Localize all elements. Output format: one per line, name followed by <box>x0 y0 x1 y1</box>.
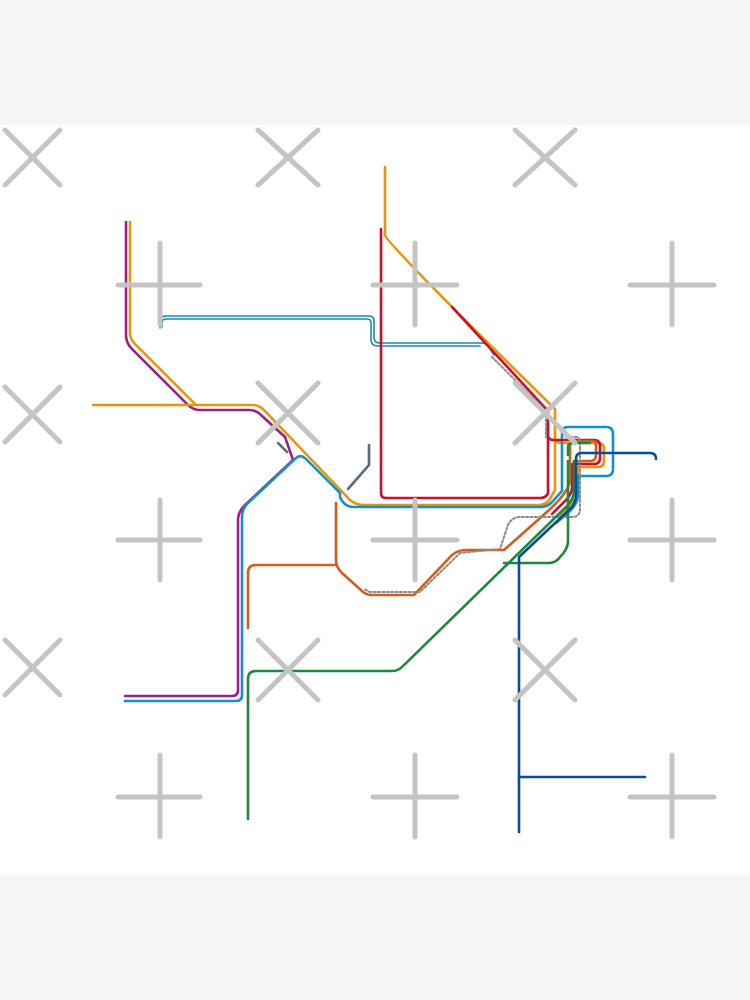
green-line <box>246 459 576 821</box>
watermark-plus-icon <box>370 497 460 583</box>
gray-dotted-line <box>491 356 547 438</box>
watermark-x-icon <box>2 384 63 445</box>
watermark-plus-icon <box>627 497 717 583</box>
watermark-x-icon <box>512 127 578 188</box>
watermark-plus-icon <box>627 752 717 840</box>
watermark-plus-icon <box>370 752 460 840</box>
watermark-x-icon <box>255 127 321 188</box>
gray-dotted-loop <box>363 436 581 593</box>
red-loop <box>546 423 602 516</box>
watermark-plus-icon <box>115 497 203 583</box>
watermark-x-icon <box>512 380 578 446</box>
watermark-plus-icon <box>115 752 203 840</box>
watermark-plus-icon <box>370 240 460 328</box>
watermark-x-icon <box>255 637 321 703</box>
purple-line <box>123 220 295 698</box>
watermark-x-icon <box>2 127 63 188</box>
slate-spur <box>276 441 289 454</box>
transit-map <box>2 127 717 840</box>
brown-orange-line <box>334 439 598 597</box>
light-blue-line <box>123 425 615 703</box>
watermark-x-icon <box>512 637 578 703</box>
teal-line <box>159 315 495 356</box>
navy-line <box>517 451 658 834</box>
slate-line <box>346 443 371 491</box>
watermark-plus-icon <box>115 240 203 328</box>
watermark-pattern <box>2 127 717 840</box>
watermark-x-icon <box>255 380 321 446</box>
transit-map-canvas <box>0 125 750 875</box>
orange-line <box>194 165 557 507</box>
watermark-x-icon <box>2 637 63 698</box>
orange-line-west <box>91 220 198 407</box>
watermark-plus-icon <box>627 240 717 328</box>
brown-orange-branch <box>246 563 338 630</box>
red-line <box>379 227 550 500</box>
green-branch <box>502 459 570 565</box>
teal-line-inner <box>161 318 481 347</box>
